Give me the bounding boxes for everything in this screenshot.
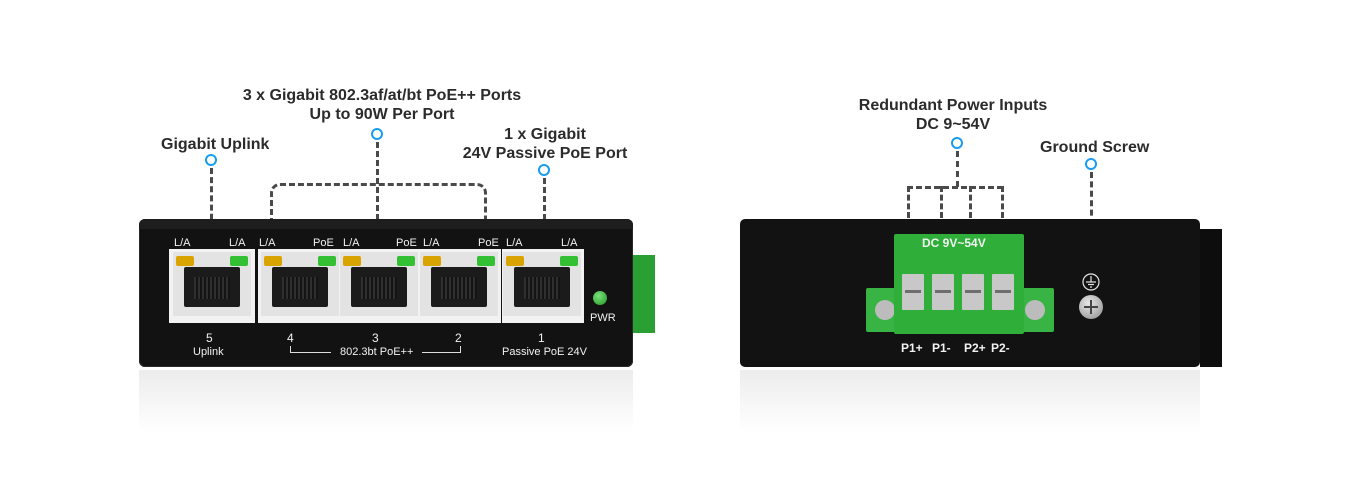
ethernet-port-4[interactable] (261, 252, 339, 316)
port-number-1: 1 (538, 331, 545, 345)
callout-poe-line1: 3 x Gigabit 802.3af/at/bt PoE++ Ports (242, 87, 522, 104)
link-led-icon (176, 256, 194, 266)
callout-ground-text: Ground Screw (1040, 139, 1150, 156)
terminal-label-p2minus: P2- (991, 341, 1010, 355)
uplink-leader-line (210, 168, 213, 238)
port1-led-label-left: L/A (506, 237, 523, 249)
poe-led-icon (397, 256, 415, 266)
port2-led-label-left: L/A (423, 237, 440, 249)
poe-group-underline-right (422, 346, 461, 353)
ground-marker-icon (1085, 158, 1097, 170)
poe-marker-icon (371, 128, 383, 140)
port-number-2: 2 (455, 331, 462, 345)
uplink-port-label: Uplink (193, 346, 224, 358)
callout-poe: 3 x Gigabit 802.3af/at/bt PoE++ Ports Up… (232, 86, 532, 124)
ethernet-port-2[interactable] (420, 252, 498, 316)
power-marker-icon (951, 137, 963, 149)
callout-passive: 1 x Gigabit 24V Passive PoE Port (455, 125, 635, 163)
activity-led-icon (560, 256, 578, 266)
poe-group-label: 802.3bt PoE++ (340, 346, 414, 358)
terminal-label-p2plus: P2+ (964, 341, 986, 355)
callout-passive-line2: 24V Passive PoE Port (462, 145, 628, 162)
port1-led-label-right: L/A (561, 237, 578, 249)
side-panel-reflection (740, 370, 1200, 430)
ethernet-port-5[interactable] (173, 252, 251, 316)
callout-power: Redundant Power Inputs DC 9~54V (853, 96, 1053, 134)
dc-input-label: DC 9V~54V (922, 236, 986, 250)
port4-led-label-right: PoE (313, 237, 334, 249)
terminal-screw-p1plus-icon[interactable] (902, 274, 924, 310)
callout-poe-line2: Up to 90W Per Port (309, 106, 455, 123)
terminal-screw-p2plus-icon[interactable] (962, 274, 984, 310)
port2-led-label-right: PoE (478, 237, 499, 249)
power-leader-line (956, 151, 959, 187)
link-led-icon (423, 256, 441, 266)
port3-led-label-right: PoE (396, 237, 417, 249)
rj45-jack-icon (431, 267, 487, 307)
power-terminal-side-view (633, 255, 655, 333)
poe-led-icon (318, 256, 336, 266)
mount-screw-icon (1025, 300, 1045, 320)
port5-led-label-right: L/A (229, 237, 246, 249)
port5-led-label-left: L/A (174, 237, 191, 249)
rj45-jack-icon (351, 267, 407, 307)
poe-led-icon (477, 256, 495, 266)
port-number-5: 5 (206, 331, 213, 345)
activity-led-icon (230, 256, 248, 266)
port4-led-label-left: L/A (259, 237, 276, 249)
screw-slot-cross-icon (1090, 300, 1092, 314)
ground-screw-icon[interactable] (1079, 295, 1103, 319)
uplink-marker-icon (205, 154, 217, 166)
power-terminal-block[interactable] (894, 234, 1024, 334)
front-panel-reflection (139, 370, 633, 430)
link-led-icon (506, 256, 524, 266)
front-top-edge (139, 219, 633, 229)
terminal-screw-p1minus-icon[interactable] (932, 274, 954, 310)
din-rail-clip (1200, 229, 1222, 367)
port-number-3: 3 (372, 331, 379, 345)
ethernet-port-3[interactable] (340, 252, 418, 316)
link-led-icon (343, 256, 361, 266)
pwr-label: PWR (590, 312, 616, 324)
port-number-4: 4 (287, 331, 294, 345)
callout-passive-line1: 1 x Gigabit (504, 126, 586, 143)
mount-screw-icon (875, 300, 895, 320)
callout-uplink-text: Gigabit Uplink (161, 136, 270, 153)
callout-ground: Ground Screw (1040, 138, 1149, 157)
callout-uplink: Gigabit Uplink (161, 135, 269, 154)
ground-symbol-icon (1082, 273, 1100, 291)
callout-power-line2: DC 9~54V (915, 116, 991, 133)
power-led-icon (593, 291, 607, 305)
terminal-label-p1plus: P1+ (901, 341, 923, 355)
port3-led-label-left: L/A (343, 237, 360, 249)
poe-leader-line (376, 142, 379, 238)
poe-group-underline-left (290, 346, 331, 353)
rj45-jack-icon (272, 267, 328, 307)
terminal-screw-p2minus-icon[interactable] (992, 274, 1014, 310)
power-bracket-top (907, 186, 1003, 189)
terminal-label-p1minus: P1- (932, 341, 951, 355)
rj45-jack-icon (514, 267, 570, 307)
passive-marker-icon (538, 164, 550, 176)
poe-group-bracket (270, 183, 487, 238)
passive-leader-line (543, 178, 546, 238)
passive-port-label: Passive PoE 24V (502, 346, 587, 358)
rj45-jack-icon (184, 267, 240, 307)
ethernet-port-1[interactable] (503, 252, 581, 316)
callout-power-line1: Redundant Power Inputs (858, 97, 1048, 114)
link-led-icon (264, 256, 282, 266)
